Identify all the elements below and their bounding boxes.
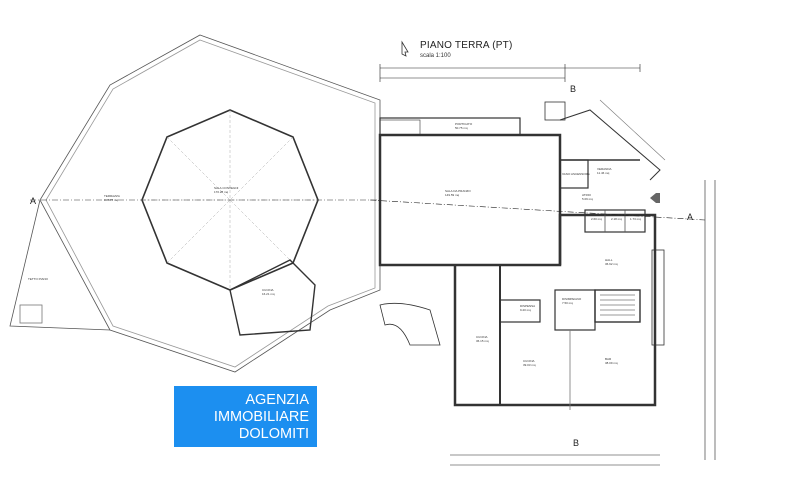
svg-text:7.50 mq: 7.50 mq	[562, 301, 573, 305]
logo-line-1: AGENZIA	[245, 392, 309, 408]
svg-text:BAR: BAR	[605, 357, 612, 361]
svg-text:PORTICATO: PORTICATO	[455, 122, 473, 126]
terrace-outline-inner	[45, 39, 376, 368]
plan-scale: scala 1:100	[420, 53, 451, 59]
svg-text:WC: WC	[635, 213, 641, 217]
svg-text:11.46 mq: 11.46 mq	[597, 171, 610, 175]
north-arrow-icon	[401, 40, 409, 57]
svg-text:149.59 mq: 149.59 mq	[445, 193, 460, 197]
agency-logo: AGENZIA IMMOBILIARE DOLOMITI	[174, 386, 317, 447]
svg-text:CUCINA: CUCINA	[476, 335, 488, 339]
svg-text:VANO ASCENSORE: VANO ASCENSORE	[562, 172, 590, 176]
svg-text:2.60 mq: 2.60 mq	[591, 217, 602, 221]
svg-text:38.09 mq: 38.09 mq	[605, 361, 618, 365]
svg-text:ATRIO: ATRIO	[582, 193, 592, 197]
section-mark-a-right: A	[687, 212, 693, 222]
building-outline	[378, 133, 562, 267]
svg-text:2.18 mq: 2.18 mq	[611, 217, 622, 221]
plan-title: PIANO TERRA (PT)	[420, 40, 513, 51]
svg-text:SALA CONVEGNI: SALA CONVEGNI	[214, 186, 239, 190]
terrace-outline	[39, 34, 381, 373]
svg-text:36.15 mq: 36.15 mq	[476, 339, 489, 343]
roof-element	[19, 304, 43, 324]
svg-text:SALA DA PRANZO: SALA DA PRANZO	[445, 189, 471, 193]
svg-text:CUCINA: CUCINA	[262, 288, 274, 292]
svg-text:16.21 mq: 16.21 mq	[262, 292, 275, 296]
svg-text:307.77 mq: 307.77 mq	[104, 198, 119, 202]
svg-text:170.28 mq: 170.28 mq	[214, 190, 229, 194]
svg-text:TETTO PIANO: TETTO PIANO	[28, 277, 49, 281]
svg-text:5.09 mq: 5.09 mq	[582, 197, 593, 201]
svg-text:HALL: HALL	[605, 258, 613, 262]
logo-line-3: DOLOMITI	[238, 426, 309, 442]
flat-roof-outline	[9, 199, 111, 331]
svg-text:DISPENSA: DISPENSA	[520, 304, 535, 308]
svg-text:TERRAZZA: TERRAZZA	[104, 194, 120, 198]
section-mark-b-top: B	[570, 84, 576, 94]
entrance-arrow-icon	[650, 193, 660, 203]
svg-text:36.92 mq: 36.92 mq	[605, 262, 618, 266]
svg-text:CUCINA: CUCINA	[523, 359, 535, 363]
section-mark-a-left: A	[30, 196, 36, 206]
logo-line-2: IMMOBILIARE	[213, 409, 309, 425]
svg-text:WC: WC	[595, 213, 601, 217]
svg-text:VERANDA: VERANDA	[597, 167, 612, 171]
svg-text:9.20 mq: 9.20 mq	[520, 308, 531, 312]
svg-text:1.73 mq: 1.73 mq	[630, 217, 641, 221]
svg-text:50.75 mq: 50.75 mq	[455, 126, 468, 130]
svg-text:39.03 mq: 39.03 mq	[523, 363, 536, 367]
section-mark-b-bottom: B	[573, 438, 579, 448]
svg-text:WC: WC	[615, 213, 621, 217]
annex-outline	[229, 259, 316, 336]
svg-text:DISIMPEGNO: DISIMPEGNO	[562, 297, 582, 301]
